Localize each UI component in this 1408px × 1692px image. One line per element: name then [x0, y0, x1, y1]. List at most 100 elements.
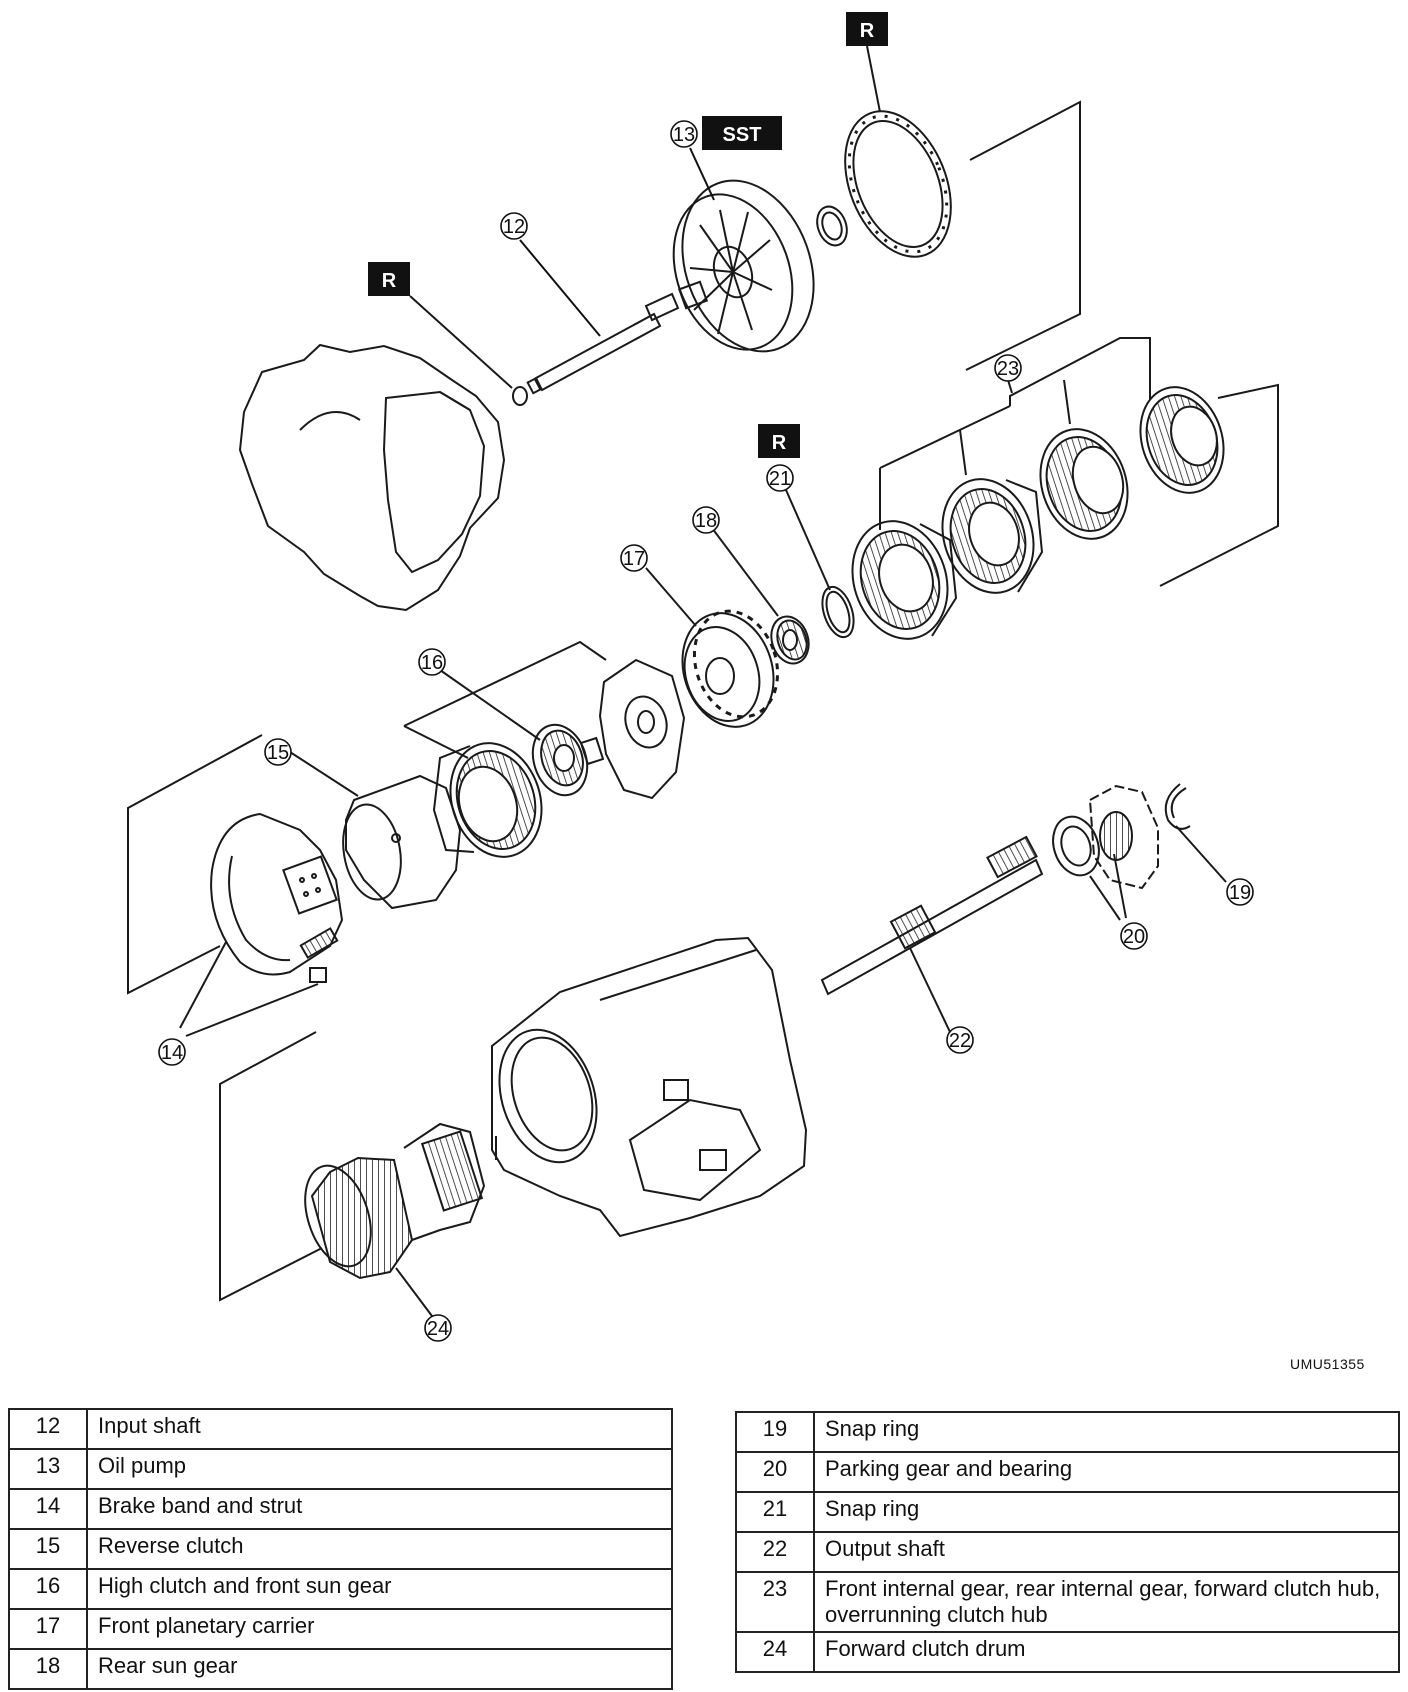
part-number: 20: [735, 1451, 815, 1493]
callout-22: 22: [946, 1026, 974, 1054]
oil-pump: [672, 179, 815, 353]
part-name: Front planetary carrier: [86, 1608, 673, 1650]
r-badge-gasket: R: [846, 12, 888, 113]
part-name: Snap ring: [813, 1411, 1400, 1453]
front-internal-gear: [851, 520, 958, 640]
part-number: 15: [8, 1528, 88, 1570]
front-sun-gear: [439, 669, 605, 797]
part-number: 14: [8, 1488, 88, 1530]
svg-text:R: R: [382, 270, 397, 292]
svg-text:18: 18: [695, 510, 717, 532]
part-name: Output shaft: [813, 1531, 1400, 1573]
svg-text:R: R: [860, 20, 875, 42]
svg-text:24: 24: [427, 1318, 449, 1340]
input-shaft: [526, 292, 680, 395]
brake-band: [179, 812, 344, 1037]
part-number: 19: [735, 1411, 815, 1453]
callout-14: 14: [158, 1038, 186, 1066]
callout-13: 13: [670, 120, 715, 201]
part-number: 24: [735, 1631, 815, 1673]
svg-text:17: 17: [623, 548, 645, 570]
part-number: 16: [8, 1568, 88, 1610]
part-number: 13: [8, 1448, 88, 1490]
part-name: Brake band and strut: [86, 1488, 673, 1530]
part-name: Parking gear and bearing: [813, 1451, 1400, 1493]
part-number: 18: [8, 1648, 88, 1690]
clutch-group-bracket: [127, 734, 263, 995]
svg-text:16: 16: [421, 652, 443, 674]
callout-12: 12: [500, 212, 601, 337]
part-name: Front internal gear, rear internal gear,…: [813, 1571, 1400, 1633]
callout-23: 23: [994, 354, 1022, 382]
svg-text:22: 22: [949, 1030, 971, 1052]
svg-text:15: 15: [267, 742, 289, 764]
converter-housing: [238, 343, 506, 612]
callout-17: 17: [620, 544, 648, 572]
part-name: High clutch and front sun gear: [86, 1568, 673, 1610]
part-number: 17: [8, 1608, 88, 1650]
part-name: Reverse clutch: [86, 1528, 673, 1570]
callout-16: 16: [418, 648, 446, 676]
overrunning-clutch-hub: [1139, 386, 1225, 494]
callout-20: 20: [1120, 922, 1148, 950]
rear-sun-gear: [711, 527, 810, 665]
part-number: 22: [735, 1531, 815, 1573]
part-name: Oil pump: [86, 1448, 673, 1490]
svg-text:SST: SST: [723, 124, 762, 146]
part-name: Rear sun gear: [86, 1648, 673, 1690]
high-clutch-hub: [403, 725, 543, 858]
callouts: 13 12 23 21 18 17 16 15: [158, 120, 1254, 1342]
sst-badge: SST: [702, 116, 782, 150]
forward-clutch-hub: [1039, 428, 1129, 540]
snap-ring-21: [785, 489, 855, 639]
svg-text:13: 13: [673, 124, 695, 146]
part-name: Snap ring: [813, 1491, 1400, 1533]
svg-text:23: 23: [997, 358, 1019, 380]
transmission-case: [491, 936, 808, 1238]
svg-text:21: 21: [769, 468, 791, 490]
part-number: 23: [735, 1571, 815, 1633]
rear-internal-gear: [941, 478, 1044, 594]
part-name: Forward clutch drum: [813, 1631, 1400, 1673]
svg-text:20: 20: [1123, 926, 1145, 948]
oil-pump-gasket: [844, 110, 952, 258]
part-number: 12: [8, 1408, 88, 1450]
svg-text:12: 12: [503, 216, 525, 238]
reverse-clutch: [289, 751, 462, 910]
pump-seal-ring: [816, 205, 848, 247]
figure-code: UMU51355: [1290, 1356, 1365, 1372]
front-planetary-carrier: [645, 567, 780, 728]
callout-19: 19: [1226, 878, 1254, 906]
gear-group-bracket-23: [879, 100, 1279, 587]
svg-text:14: 14: [161, 1042, 183, 1064]
callout-15: 15: [264, 738, 292, 766]
svg-text:19: 19: [1229, 882, 1251, 904]
r-badge-oring: R: [368, 262, 528, 406]
part-number: 21: [735, 1491, 815, 1533]
part-name: Input shaft: [86, 1408, 673, 1450]
exploded-view-diagram: R SST: [127, 12, 1279, 1342]
snap-ring-19: [1164, 783, 1227, 883]
parking-gear: [1052, 784, 1159, 921]
high-clutch-drum: [403, 640, 686, 800]
callout-24: 24: [424, 1314, 452, 1342]
callout-21: 21: [766, 464, 794, 492]
callout-18: 18: [692, 506, 720, 534]
r-badge-snap-ring: R: [758, 424, 800, 458]
forward-clutch-drum: [219, 1031, 486, 1317]
